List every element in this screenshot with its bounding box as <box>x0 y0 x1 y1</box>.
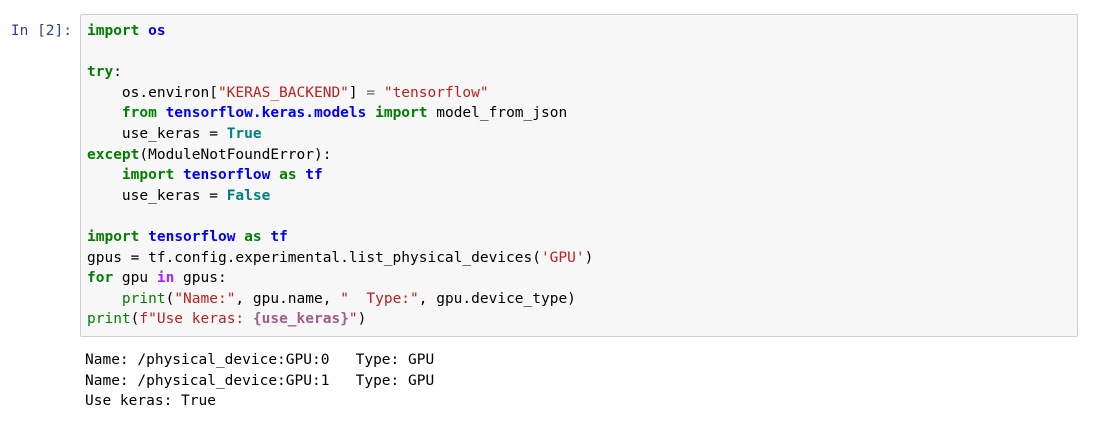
token-keyword-import: import <box>87 23 140 39</box>
token-space <box>157 105 166 121</box>
code-source[interactable]: import os try: os.environ["KERAS_BACKEND… <box>87 21 1073 330</box>
token-module-os: os <box>148 23 166 39</box>
token-module-keras-models: tensorflow.keras.models <box>165 105 367 122</box>
token-alias-tf: tf <box>270 228 288 245</box>
token-space <box>366 105 375 121</box>
token-space <box>139 229 148 245</box>
token-use-keras-assign: use_keras = <box>87 125 227 142</box>
token-arg-gpu-device-type: , gpu.device_type <box>418 290 568 307</box>
token-string-tensorflow: "tensorflow" <box>383 84 489 101</box>
token-keyword-as: as <box>244 228 262 245</box>
token-fstring-close: " <box>348 311 358 328</box>
token-list-physical-devices-call: gpus = tf.config.experimental.list_physi… <box>87 249 541 266</box>
token-keyword-from: from <box>121 105 157 122</box>
token-space <box>174 167 183 183</box>
token-keyword-import: import <box>87 228 140 245</box>
code-cell[interactable]: In [2]: import os try: os.environ["KERAS… <box>0 14 1096 337</box>
token-space <box>139 23 148 39</box>
token-rbracket: ] <box>348 84 358 101</box>
token-rparen: ) <box>357 311 367 328</box>
token-name-model-from-json: model_from_json <box>436 105 568 122</box>
token-arg-gpu-name: , gpu.name, <box>235 290 341 307</box>
token-constant-true: True <box>226 125 262 142</box>
token-space <box>235 229 244 245</box>
token-rparen: ) <box>567 290 576 307</box>
token-string-gpu: 'GPU' <box>540 249 585 266</box>
token-constant-false: False <box>226 187 271 204</box>
code-editor[interactable]: import os try: os.environ["KERAS_BACKEND… <box>80 14 1078 337</box>
token-keyword-import: import <box>121 167 175 184</box>
token-fstring-interpolation: {use_keras} <box>252 311 349 328</box>
token-keyword-for: for <box>87 270 114 287</box>
token-string-name-label: "Name:" <box>174 290 236 307</box>
token-use-keras-assign: use_keras = <box>87 187 227 204</box>
output-line-3: Use keras: True <box>85 393 216 410</box>
token-assign: = <box>357 84 384 101</box>
token-colon: : <box>113 64 122 81</box>
token-rparen: ) <box>584 249 594 266</box>
token-space <box>270 167 279 183</box>
output-line-2: Name: /physical_device:GPU:1 Type: GPU <box>85 372 435 389</box>
token-keyword-as: as <box>279 167 297 184</box>
token-indent <box>87 167 122 183</box>
token-builtin-print: print <box>87 290 166 307</box>
token-lparen: ( <box>130 311 140 328</box>
token-keyword-import: import <box>375 105 428 122</box>
cell-output: Name: /physical_device:GPU:0 Type: GPU N… <box>0 350 1096 412</box>
output-stream-area: Name: /physical_device:GPU:0 Type: GPU N… <box>80 350 1096 412</box>
token-loop-iter: gpus: <box>174 270 227 287</box>
input-prompt-label: In [2]: <box>10 23 72 39</box>
token-lparen: ( <box>165 290 175 307</box>
token-module-tensorflow: tensorflow <box>183 167 271 184</box>
token-fstring-open: f"Use keras: <box>139 311 253 328</box>
token-builtin-print: print <box>87 311 131 328</box>
token-keyword-in: in <box>156 270 175 287</box>
token-loop-var: gpu <box>113 270 157 287</box>
token-os-environ: os.environ <box>87 84 210 101</box>
token-space <box>428 105 437 121</box>
token-space <box>297 167 306 183</box>
token-keyword-except: except <box>87 146 140 163</box>
token-exception-name: (ModuleNotFoundError): <box>139 146 332 163</box>
token-string-keras-backend: "KERAS_BACKEND" <box>217 84 349 101</box>
output-line-1: Name: /physical_device:GPU:0 Type: GPU <box>85 352 435 368</box>
token-keyword-try: try <box>87 64 114 81</box>
token-string-type-label: " Type:" <box>340 290 419 307</box>
token-module-tensorflow: tensorflow <box>148 228 236 245</box>
token-alias-tf: tf <box>305 167 323 184</box>
token-indent <box>87 105 122 121</box>
token-lbracket: [ <box>209 84 218 101</box>
